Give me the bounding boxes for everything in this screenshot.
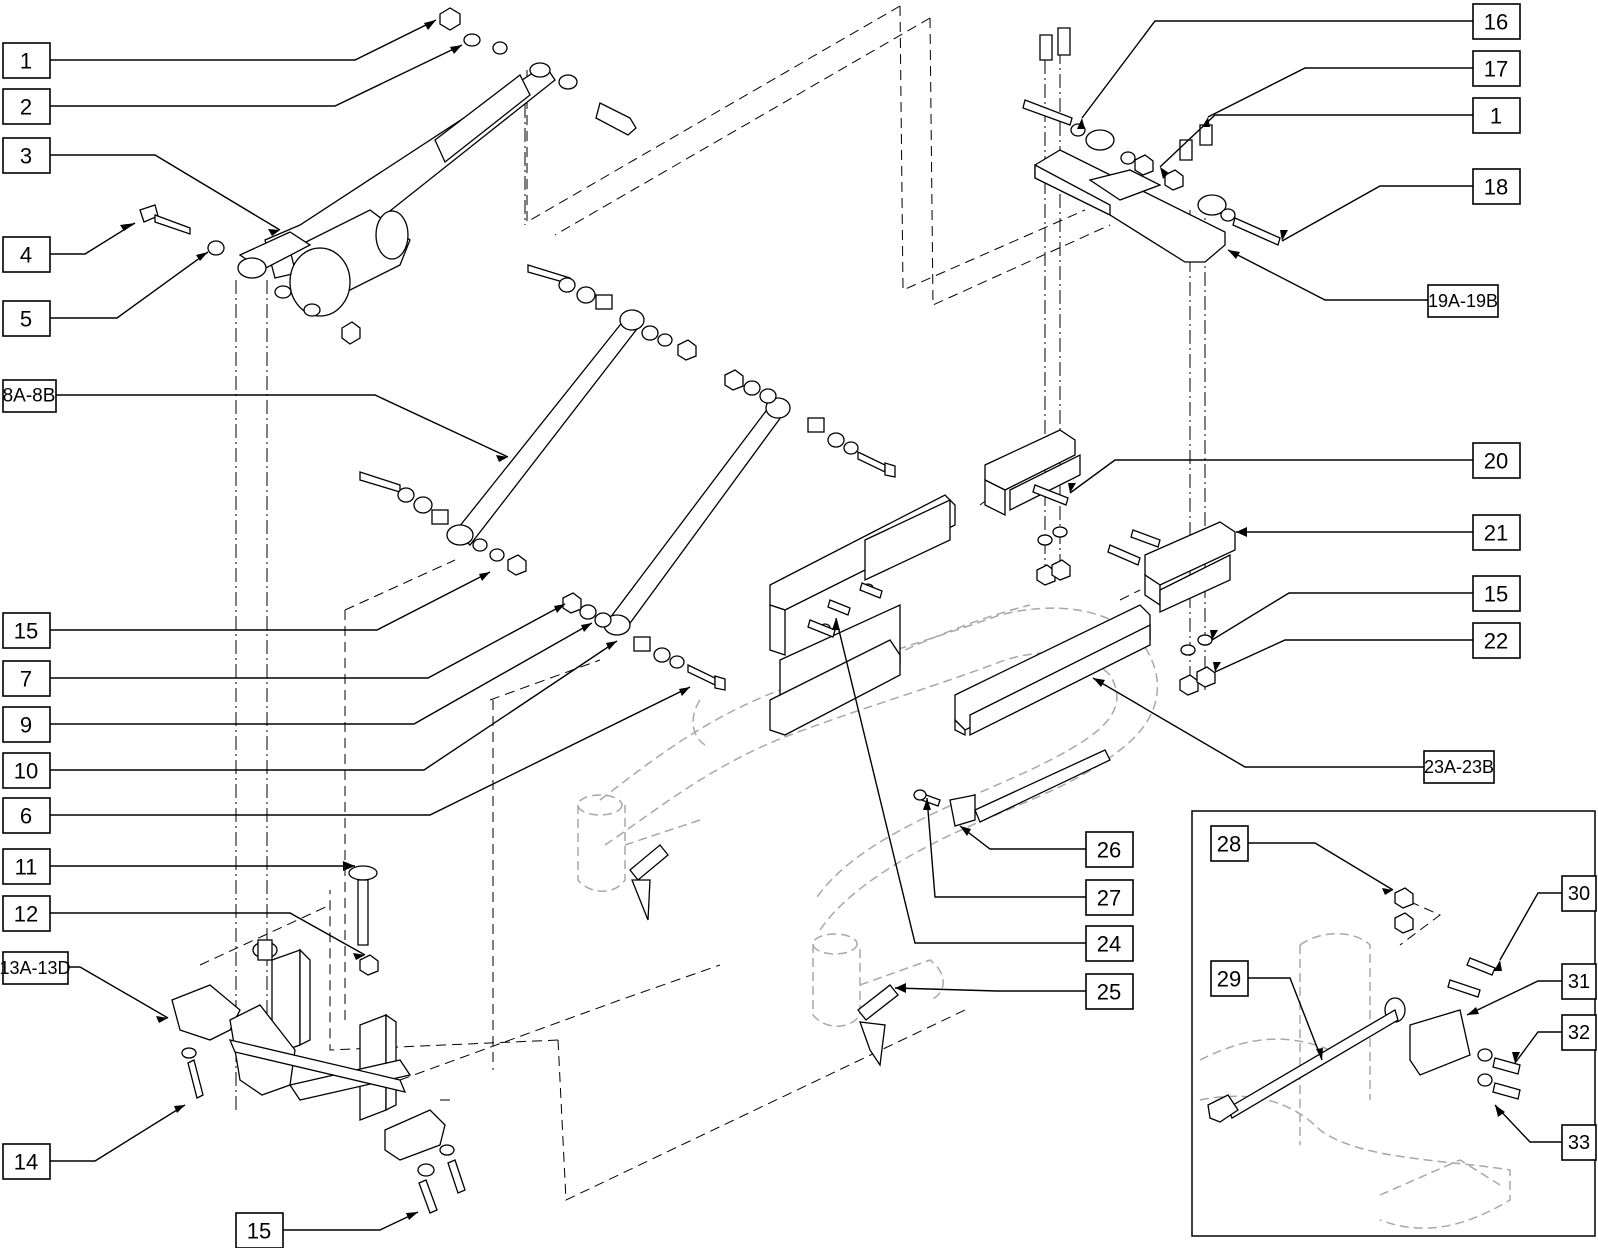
svg-text:12: 12 <box>14 902 38 927</box>
link-arm-lower <box>562 369 896 691</box>
svg-text:10: 10 <box>14 759 38 784</box>
dashed-connectors <box>199 5 1141 1201</box>
callout-12: 12 <box>2 895 51 932</box>
link-arm-upper <box>359 264 697 576</box>
callout-7: 7 <box>2 660 51 697</box>
svg-text:1: 1 <box>20 49 32 74</box>
lower-base-frame <box>171 865 466 1214</box>
callouts: 1 2 3 4 5 8A-8B 15 7 9 10 6 11 12 13A-13… <box>0 3 1597 1248</box>
callout-25: 25 <box>1085 973 1134 1010</box>
svg-text:15: 15 <box>1484 582 1508 607</box>
callout-20: 20 <box>1472 442 1521 479</box>
callout-4: 4 <box>2 236 51 273</box>
svg-text:25: 25 <box>1097 980 1121 1005</box>
callout-6: 6 <box>2 797 51 834</box>
svg-text:26: 26 <box>1097 838 1121 863</box>
slide-bracket-20 <box>984 429 1081 517</box>
svg-text:21: 21 <box>1484 521 1508 546</box>
slide-bracket-21 <box>1144 521 1236 614</box>
svg-text:3: 3 <box>20 144 32 169</box>
svg-text:27: 27 <box>1097 886 1121 911</box>
svg-text:19A-19B: 19A-19B <box>1428 291 1498 311</box>
callout-15-right: 15 <box>1472 575 1521 612</box>
linear-actuator <box>237 62 556 345</box>
callout-13a-13d: 13A-13D <box>0 951 71 985</box>
callout-27: 27 <box>1085 879 1134 916</box>
svg-text:29: 29 <box>1217 967 1241 992</box>
svg-text:33: 33 <box>1568 1132 1590 1154</box>
callout-33: 33 <box>1561 1124 1597 1161</box>
svg-text:6: 6 <box>20 804 32 829</box>
callout-2: 2 <box>2 88 51 125</box>
callout-11: 11 <box>2 848 51 885</box>
callout-28: 28 <box>1210 825 1249 862</box>
svg-text:2: 2 <box>20 95 32 120</box>
svg-text:1: 1 <box>1490 104 1502 129</box>
callout-17: 17 <box>1472 50 1521 87</box>
callout-31: 31 <box>1561 963 1597 1000</box>
callout-16: 16 <box>1472 3 1521 40</box>
svg-text:8A-8B: 8A-8B <box>3 386 56 407</box>
callout-15-left: 15 <box>2 612 51 649</box>
callout-15-bottom: 15 <box>235 1212 284 1248</box>
callout-26: 26 <box>1085 831 1134 868</box>
svg-text:15: 15 <box>14 619 38 644</box>
svg-text:5: 5 <box>20 307 32 332</box>
svg-text:32: 32 <box>1568 1022 1590 1044</box>
arrowheads <box>120 20 1520 1220</box>
callout-3: 3 <box>2 137 51 174</box>
callout-1-top-right: 1 <box>1472 97 1521 134</box>
svg-text:9: 9 <box>20 713 32 738</box>
svg-text:31: 31 <box>1568 971 1590 993</box>
strap-handle <box>913 749 1111 827</box>
callout-19a-19b: 19A-19B <box>1427 284 1499 318</box>
svg-text:17: 17 <box>1484 57 1508 82</box>
actuator-hardware <box>139 7 637 256</box>
slide-rail-hardware <box>807 484 1216 696</box>
svg-text:13A-13D: 13A-13D <box>0 958 71 978</box>
svg-text:14: 14 <box>14 1150 38 1175</box>
callout-22: 22 <box>1472 622 1521 659</box>
callout-29: 29 <box>1210 960 1249 997</box>
callout-9: 9 <box>2 706 51 743</box>
svg-text:16: 16 <box>1484 10 1508 35</box>
callout-30: 30 <box>1561 875 1597 912</box>
callout-32: 32 <box>1561 1014 1597 1051</box>
callout-1-top-left: 1 <box>2 42 51 79</box>
svg-text:15: 15 <box>247 1219 271 1244</box>
slide-rail-left <box>769 494 956 736</box>
svg-text:22: 22 <box>1484 629 1508 654</box>
top-mount-bracket <box>1022 27 1281 263</box>
svg-text:11: 11 <box>15 855 38 880</box>
leader-lines <box>50 19 1562 1231</box>
svg-text:20: 20 <box>1484 449 1508 474</box>
slide-rail-right <box>954 604 1151 737</box>
svg-text:4: 4 <box>20 243 32 268</box>
svg-text:24: 24 <box>1097 932 1121 957</box>
callout-21: 21 <box>1472 514 1521 551</box>
callout-18: 18 <box>1472 168 1521 205</box>
svg-text:23A-23B: 23A-23B <box>1424 757 1494 777</box>
clips <box>629 844 899 1067</box>
callout-8a-8b: 8A-8B <box>2 379 57 413</box>
callout-10: 10 <box>2 752 51 789</box>
callout-23a-23b: 23A-23B <box>1423 750 1495 784</box>
svg-text:30: 30 <box>1568 883 1590 905</box>
svg-text:18: 18 <box>1484 175 1508 200</box>
callout-5: 5 <box>2 300 51 337</box>
inset-detail-frame <box>1191 810 1596 1237</box>
callout-14: 14 <box>2 1143 51 1180</box>
callout-24: 24 <box>1085 925 1134 962</box>
inset-detail <box>1199 887 1521 1229</box>
svg-text:28: 28 <box>1217 832 1241 857</box>
svg-text:7: 7 <box>20 667 32 692</box>
